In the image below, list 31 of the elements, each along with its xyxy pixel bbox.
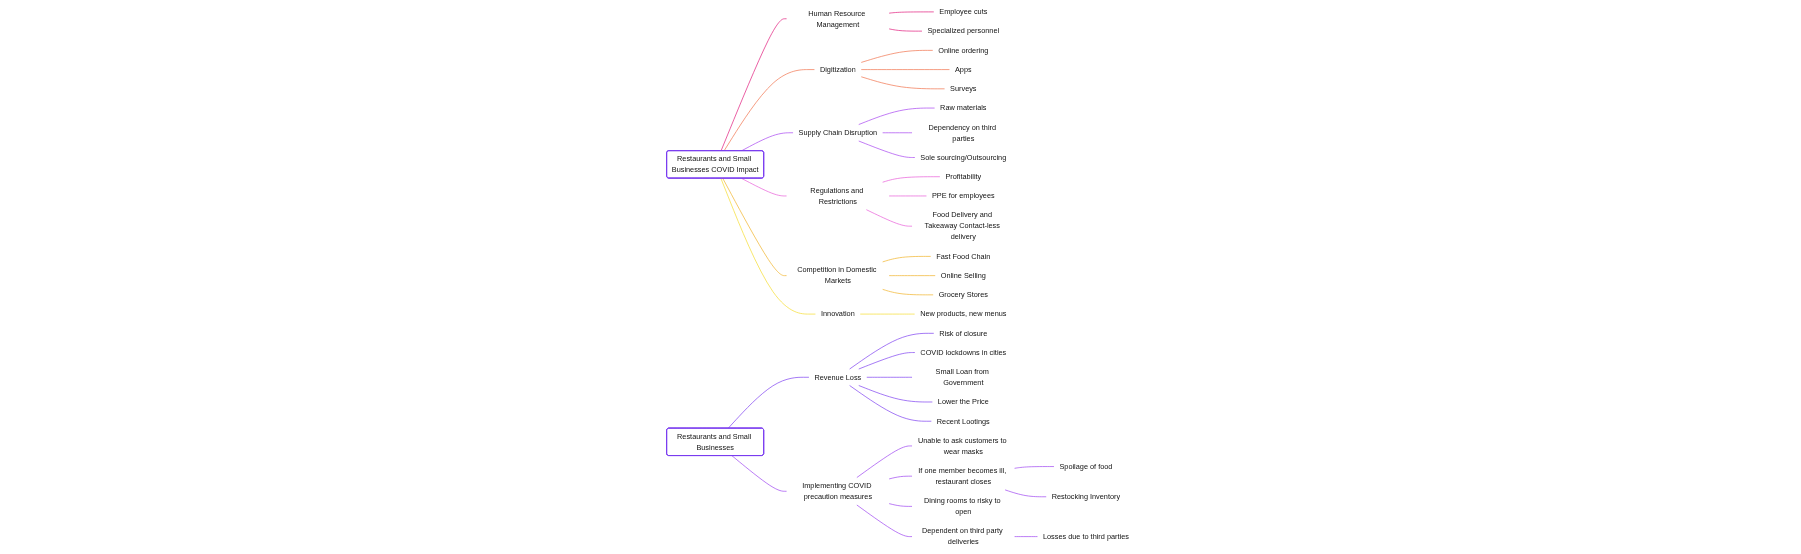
connector [858,107,935,125]
connector [882,256,932,263]
connector [888,275,936,276]
connector [856,504,913,537]
connector [858,140,916,158]
connector [722,178,787,276]
connector [720,18,787,152]
connector [888,503,913,507]
connector [860,76,945,90]
connector [1004,489,1047,498]
connector [882,289,934,296]
connector [888,475,913,480]
connector [1014,536,1038,537]
connector [866,209,913,227]
connector [860,69,950,70]
connector [856,445,913,478]
connector [1014,466,1055,469]
connector [741,132,794,152]
connector [882,176,941,183]
connector [731,455,787,492]
connector [858,352,916,370]
connector [849,332,935,370]
connector [741,178,787,197]
connector [723,69,815,152]
connector [860,50,934,63]
connector [720,178,816,315]
connector [888,11,935,14]
connector [858,385,933,403]
connector [727,376,810,429]
connector [849,385,932,422]
connector [888,28,923,32]
